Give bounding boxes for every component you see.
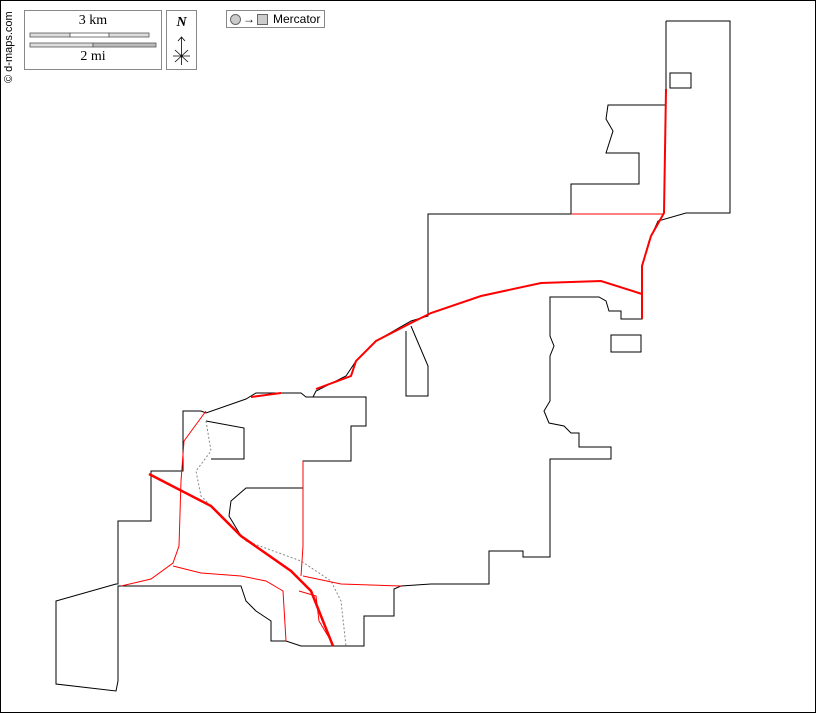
globe-icon: [230, 13, 241, 25]
projection-name: Mercator: [273, 12, 321, 26]
road-6: [298, 590, 332, 642]
north-label: N: [176, 15, 187, 30]
enclave-2: [669, 72, 692, 89]
road-3: [172, 565, 287, 642]
north-arrow: N: [166, 10, 197, 70]
roads: [120, 88, 667, 647]
road-2: [120, 440, 185, 587]
enclave-1: [610, 334, 642, 353]
scale-bar: 3 km 2 mi: [24, 10, 162, 70]
arrow-icon: →: [243, 12, 255, 26]
road-1: [183, 410, 207, 442]
flat-map-icon: [257, 13, 268, 25]
scale-km-label: 3 km: [78, 13, 108, 28]
copyright-credit: © d-maps.com: [3, 11, 15, 83]
boundary-inner-3: [405, 325, 429, 397]
compass-icon: [173, 36, 190, 65]
highway-main: [315, 279, 643, 390]
rail-line: [195, 420, 347, 647]
boundary-inner: [228, 396, 367, 537]
road-5: [302, 575, 402, 587]
scale-mi-label: 2 mi: [80, 49, 106, 64]
city-boundary: [55, 20, 731, 692]
boundary-outline: [55, 20, 731, 692]
road-4: [300, 461, 304, 577]
projection-label: → Mercator: [226, 10, 326, 28]
scale-bars: [29, 32, 157, 48]
highway-segment: [250, 392, 282, 398]
boundary-inner-2: [205, 420, 245, 460]
highway-north: [641, 88, 667, 319]
highway-diagonal: [148, 472, 335, 647]
